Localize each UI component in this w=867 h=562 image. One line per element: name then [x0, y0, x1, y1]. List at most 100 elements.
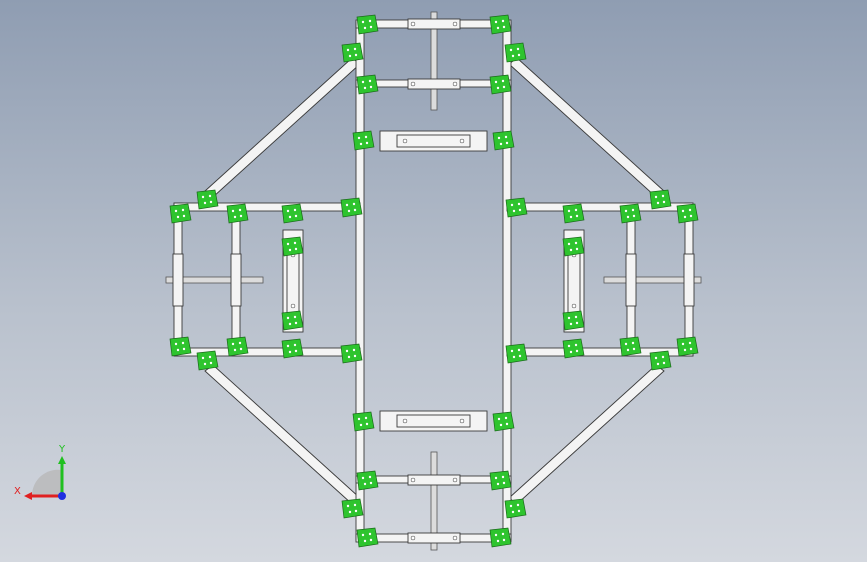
bolt-hole [369, 25, 373, 29]
bolt-hole [688, 208, 692, 212]
bolt-hole [567, 344, 571, 348]
bolt-hole [363, 539, 367, 543]
bolt-hole [294, 349, 298, 353]
bolt-hole [517, 202, 521, 206]
bolt-hole [574, 343, 578, 347]
gusset-bracket [504, 498, 527, 519]
gusset-bracket [492, 130, 515, 151]
bolt-hole [352, 202, 356, 206]
gusset-bracket [281, 338, 304, 359]
axis-triad: X Y [14, 444, 66, 500]
bolt-hole [626, 348, 630, 352]
bolt-hole [502, 85, 506, 89]
gusset-bracket [489, 527, 512, 548]
bolt-hole [567, 209, 571, 213]
gusset-brackets [169, 14, 699, 548]
bolt-hole [239, 347, 243, 351]
bolt-hole [516, 503, 520, 507]
bolt-hole [368, 19, 372, 23]
bolt-hole [505, 141, 509, 145]
bolt-hole [365, 141, 369, 145]
bolt-hole [347, 355, 351, 359]
gusset-bracket [649, 350, 672, 371]
bolt-hole [353, 503, 357, 507]
bolt-hole [293, 343, 297, 347]
bolt-hole [569, 215, 573, 219]
bolt-hole [569, 248, 573, 252]
bolt-hole [293, 241, 297, 245]
bolt-hole [575, 321, 579, 325]
gusset-bracket [356, 14, 379, 35]
bolt-hole [662, 361, 666, 365]
bolt-hole [502, 25, 506, 29]
bolt-hole [353, 354, 357, 358]
bolt-hole [353, 47, 357, 51]
bolt-hole [363, 86, 367, 90]
bolt-hole [631, 341, 635, 345]
bolt-hole [286, 242, 290, 246]
bolt-hole [174, 342, 178, 346]
x-axis-arrowhead [24, 492, 32, 500]
bolt-hole [661, 194, 665, 198]
bolt-hole [357, 136, 361, 140]
gusset-bracket [281, 236, 304, 257]
bolt-hole [348, 510, 352, 514]
gusset-bracket [489, 74, 512, 95]
bolt-hole [365, 422, 369, 426]
gusset-bracket [340, 197, 363, 218]
bearing-blocks [172, 18, 695, 544]
bolt-hole [352, 348, 356, 352]
bolt-hole [499, 142, 503, 146]
bolt-hole [511, 54, 515, 58]
gusset-bracket [341, 498, 364, 519]
bolt-hole [575, 214, 579, 218]
bolt-hole [654, 195, 658, 199]
bolt-hole [683, 215, 687, 219]
bolt-hole [496, 482, 500, 486]
bolt-hole [181, 341, 185, 345]
bolt-hole [504, 416, 508, 420]
bolt-hole [502, 538, 506, 542]
bolt-hole [239, 214, 243, 218]
bolt-hole [347, 209, 351, 213]
bolt-hole [201, 356, 205, 360]
gusset-bracket [196, 350, 219, 371]
gusset-bracket [489, 470, 512, 491]
bolt-hole [501, 19, 505, 23]
bolt-hole [231, 209, 235, 213]
gusset-bracket [562, 338, 585, 359]
bolt-hole [176, 215, 180, 219]
bolt-hole [361, 476, 365, 480]
bolt-hole [632, 347, 636, 351]
bolt-hole [518, 354, 522, 358]
bolt-hole [293, 315, 297, 319]
bolt-hole [501, 475, 505, 479]
bolt-hole [497, 417, 501, 421]
bolt-hole [494, 20, 498, 24]
bolt-hole [574, 241, 578, 245]
gusset-bracket [226, 203, 249, 224]
bolt-hole [501, 79, 505, 83]
triad-plane-icon [31, 469, 62, 496]
gusset-bracket [676, 336, 699, 357]
bolt-hole [201, 195, 205, 199]
bolt-hole [357, 417, 361, 421]
bolt-hole [231, 342, 235, 346]
bolt-hole [496, 86, 500, 90]
bolt-hole [345, 203, 349, 207]
bolt-hole [368, 532, 372, 536]
gusset-bracket [226, 336, 249, 357]
bolt-hole [631, 208, 635, 212]
bolt-hole [567, 242, 571, 246]
bolt-hole [494, 533, 498, 537]
bolt-hole [501, 532, 505, 536]
bolt-hole [288, 248, 292, 252]
bolt-hole [203, 362, 207, 366]
motor-mounts [282, 130, 585, 432]
bolt-hole [209, 200, 213, 204]
bolt-hole [369, 481, 373, 485]
bolt-hole [654, 356, 658, 360]
bolt-hole [353, 208, 357, 212]
